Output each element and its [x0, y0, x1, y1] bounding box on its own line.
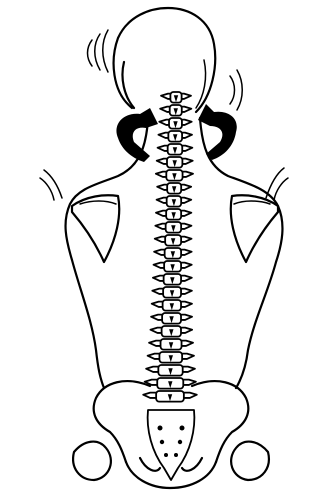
vertebra [158, 144, 193, 155]
vertebra [146, 365, 195, 376]
vertebra [160, 105, 191, 116]
vertebra [155, 235, 192, 246]
rotation-arrow-right-icon [198, 104, 237, 160]
vertebra [154, 248, 192, 259]
vertebra [154, 261, 192, 272]
vertebra [156, 170, 193, 181]
vertebra [153, 274, 192, 285]
vertebra [156, 209, 191, 220]
vertebra [149, 339, 193, 350]
vertebra [159, 118, 191, 129]
vertebra [157, 196, 192, 207]
vertebra [143, 391, 197, 402]
vertebra [152, 300, 192, 311]
left-scapula [72, 195, 119, 262]
vertebra [148, 352, 194, 363]
vertebra [161, 92, 191, 103]
vertebra [152, 287, 192, 298]
right-scapula [231, 195, 278, 262]
vertebra [157, 157, 193, 168]
vertebra [150, 326, 192, 337]
vertebra [151, 313, 192, 324]
rotation-arrow-left-icon [116, 108, 158, 162]
vertebra [158, 131, 192, 142]
vertebra [155, 222, 191, 233]
vertebra [145, 378, 196, 389]
sacrum [148, 410, 195, 480]
spine [143, 92, 197, 402]
vertebra [157, 183, 191, 194]
